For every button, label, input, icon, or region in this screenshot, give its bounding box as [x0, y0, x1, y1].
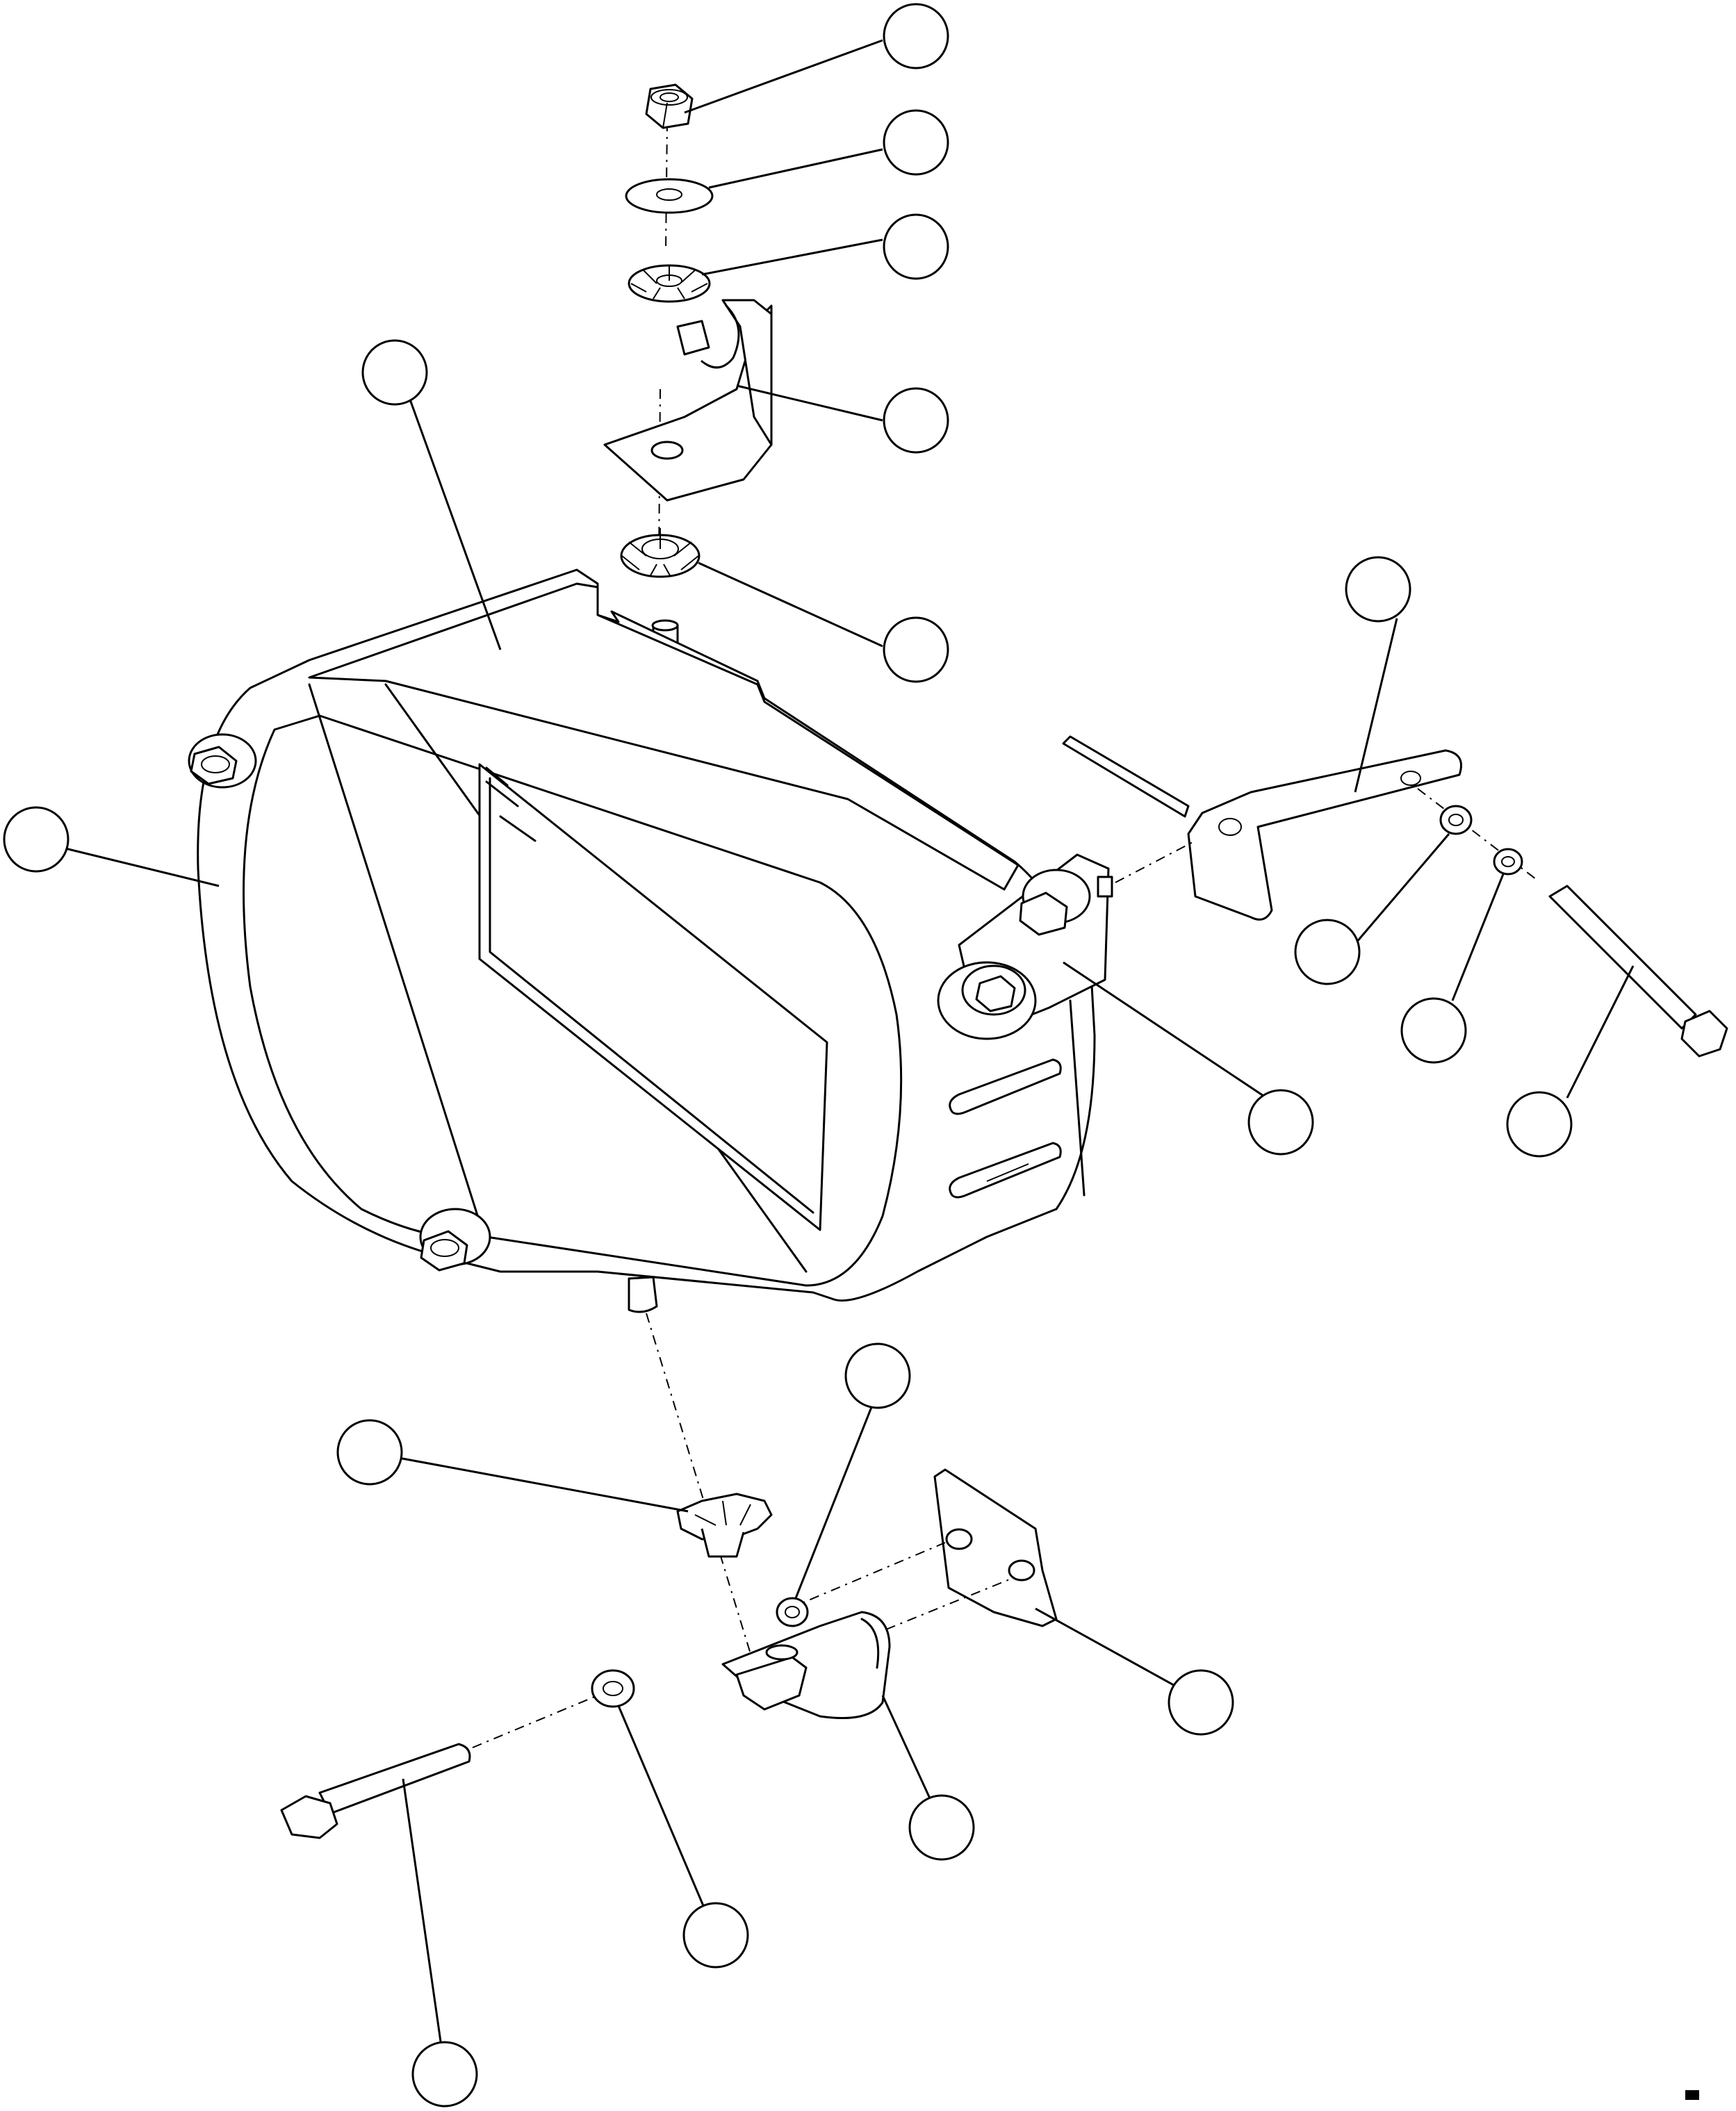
leader-lines	[62, 39, 1635, 2071]
housing-bolt-bottom-left	[419, 1208, 491, 1272]
pivot-pin-lower	[628, 1276, 658, 1313]
side-mount-plate	[937, 853, 1113, 1040]
callout-long-bolt-bottom	[411, 2041, 478, 2108]
callout-spacer-washer-right	[1294, 919, 1361, 985]
spacer-washer-bottom-right	[776, 1597, 809, 1627]
callout-gear-housing	[3, 806, 69, 873]
star-lock-washer-upper	[628, 264, 711, 303]
callout-housing-cover	[361, 339, 428, 406]
upper-bracket	[603, 299, 773, 502]
brand-logo	[485, 766, 537, 842]
housing-bolt-top-left	[188, 733, 257, 789]
callout-mounting-plate	[1168, 1669, 1234, 1736]
callout-upper-bracket	[883, 387, 949, 454]
star-lock-washer-bottom	[676, 1493, 773, 1558]
lower-bracket	[721, 1611, 891, 1719]
lock-nut	[645, 83, 694, 129]
callout-lock-nut	[883, 3, 949, 69]
spacer-washer-bottom-left	[591, 1669, 635, 1708]
callout-balloons	[3, 3, 1573, 2108]
mount-bolt-lower	[937, 961, 1037, 1040]
callout-spacer-washer-bottom	[844, 1342, 911, 1409]
gear-housing	[197, 568, 1096, 1313]
drawing-reference-mark	[1685, 2090, 1699, 2100]
callout-spacer-washer-left	[682, 1902, 749, 1969]
flat-washer	[625, 178, 714, 214]
slot-lower	[949, 1142, 1062, 1199]
slot-upper	[949, 1058, 1062, 1115]
callout-side-mount-plate	[1247, 1089, 1314, 1156]
callout-star-washer-upper	[883, 213, 949, 280]
mounting-plate-bottom	[933, 1468, 1058, 1627]
assembly-center-axis	[646, 121, 751, 1654]
callout-link-arm	[1345, 556, 1411, 623]
long-bolt-bottom	[280, 1743, 471, 1839]
callout-lock-washer-right	[1400, 997, 1467, 1064]
star-lock-washer-lower	[620, 528, 701, 578]
callout-long-bolt-right	[1506, 1091, 1573, 1158]
callout-star-washer-lower	[883, 616, 949, 683]
callout-flat-washer	[883, 109, 949, 176]
link-arm	[1062, 735, 1462, 921]
mount-bolt-upper	[1019, 869, 1113, 936]
callout-lower-bracket	[908, 1794, 975, 1861]
long-bolt-right	[1548, 885, 1728, 1058]
lock-washer-right	[1493, 848, 1523, 876]
spacer-washer-right	[1439, 805, 1473, 835]
callout-star-washer-bottom	[336, 1419, 403, 1486]
